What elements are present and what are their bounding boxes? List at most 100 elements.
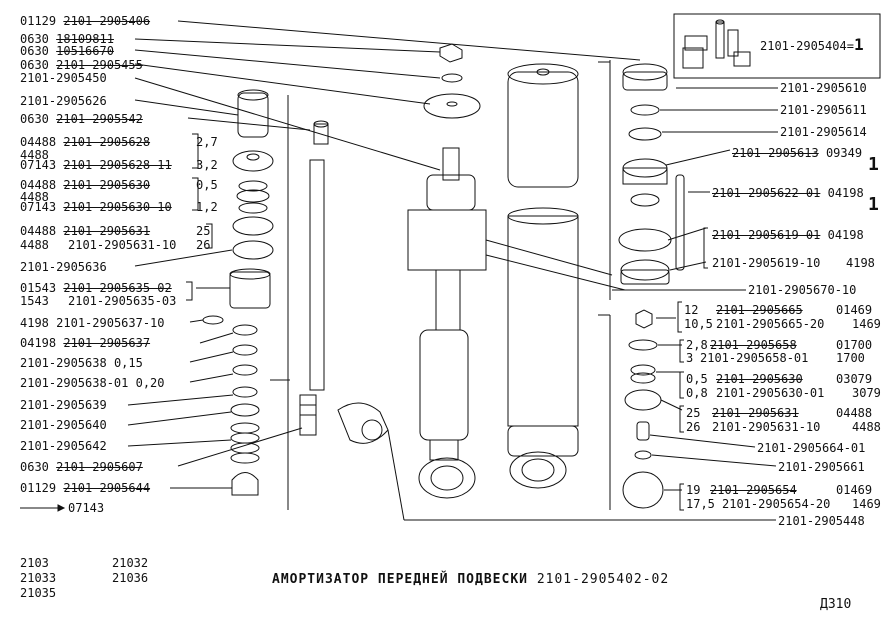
label-part: 2101-2905630-10 [63, 200, 172, 214]
label-part: 2101-2905640 [20, 418, 107, 432]
shock-rod-top [442, 147, 460, 181]
label-row: 04488 2101-2905628 2,7 [20, 135, 218, 149]
right-label: 2101-2905619-01 04198 [712, 228, 864, 242]
label-code: 1469 [852, 497, 881, 511]
label-code: 07143 [20, 158, 57, 172]
label-row: 07143 2101-2905628-11 3,2 [20, 158, 218, 172]
label-code: 04488 [20, 135, 57, 149]
inset-qty: 1 [853, 35, 864, 54]
label-row: 01129 2101-2905644 [20, 481, 150, 495]
label-code: 04198 [20, 336, 57, 350]
label-part: 2101-2905630 [63, 178, 151, 192]
model-list: 2103 21033 21035 [20, 556, 56, 601]
label-row: 0630 10516670 [20, 44, 114, 58]
label-row: 2101-2905640 [20, 418, 107, 432]
label-part: 2101-2905619-10 [712, 256, 821, 270]
silent-block [337, 402, 389, 444]
label-size: 2,7 [196, 135, 218, 149]
label-size: 25 [196, 224, 211, 238]
label-code: 04488 [20, 178, 57, 192]
label-size: 0,8 [686, 386, 708, 400]
label-row: 04488 2101-2905630 0,5 [20, 178, 218, 192]
label-code: 3079 [852, 386, 881, 400]
label-code: 1543 [20, 294, 49, 308]
label-row: 2101-2905450 [20, 71, 107, 85]
label-row: 2101-2905638-01 0,20 [20, 376, 165, 390]
label-size: 0,20 [135, 376, 165, 390]
model-code: 21033 [20, 571, 57, 585]
label-row: 2101-2905638 0,15 [20, 356, 143, 370]
label-row: 4488 [20, 148, 49, 162]
label-code: 01543 [20, 281, 57, 295]
title-text: АМОРТИЗАТОР ПЕРЕДНЕЙ ПОДВЕСКИ [272, 572, 528, 587]
right-label: 2101-2905610 [780, 81, 867, 95]
piston [229, 271, 271, 309]
label-part: 2101-2905630 [716, 372, 803, 386]
label-code: 04488 [836, 406, 873, 420]
label-code: 0630 [20, 58, 49, 72]
label-part: 18109811 [56, 32, 114, 46]
label-part: 2101-2905644 [63, 481, 151, 495]
label-size: 10,5 [684, 317, 713, 331]
label-code: 09349 [825, 146, 863, 160]
inset-box [673, 13, 881, 79]
arrow-note: 07143 [68, 501, 105, 515]
model-code: 2103 [20, 556, 49, 570]
page-title: АМОРТИЗАТОР ПЕРЕДНЕЙ ПОДВЕСКИ 2101-29054… [272, 572, 669, 587]
right-label: 2101-2905613 09349 [732, 146, 862, 160]
label-row: 07143 2101-2905630-10 1,2 [20, 200, 218, 214]
model-code: 21035 [20, 586, 57, 600]
right-label: 26 2101-2905631-10 4488 [686, 420, 881, 434]
label-code: 4198 [846, 256, 875, 270]
label-part: 2101-2905622-01 [712, 186, 821, 200]
label-row: 0630 18109811 [20, 32, 114, 46]
label-part: 2101-2905630-01 [716, 386, 825, 400]
right-label: 2101-2905622-01 04198 [712, 186, 864, 200]
label-part: 2101-2905636 [20, 260, 107, 274]
label-part: 2101-2905631 [712, 406, 799, 420]
label-part: 2101-2905638 [20, 356, 107, 370]
label-code: 4488 [20, 148, 49, 162]
label-code: 0630 [20, 460, 49, 474]
label-code: 4488 [852, 420, 881, 434]
label-size: 0,5 [686, 372, 708, 386]
label-size: 26 [686, 420, 701, 434]
label-row: 2101-2905639 [20, 398, 107, 412]
label-size: 0,5 [196, 178, 218, 192]
label-size: 26 [196, 238, 211, 252]
label-part: 2101-2905638-01 [20, 376, 129, 390]
qty-marker: 1 [868, 194, 879, 215]
title-number: 2101-2905402-02 [536, 572, 670, 587]
label-code: 01469 [836, 303, 873, 317]
label-part: 2101-2905639 [20, 398, 107, 412]
label-part: 2101-2905631-10 [712, 420, 821, 434]
dust-cover [507, 71, 579, 188]
label-code: 01469 [836, 483, 873, 497]
label-part: 2101-2905658 [710, 338, 797, 352]
label-row: 2101-2905636 [20, 260, 107, 274]
inset-part: 2101-2905404 [760, 39, 847, 53]
label-row: 2101-2905642 [20, 439, 107, 453]
label-part: 2101-2905607 [56, 460, 143, 474]
right-label: 2101-2905670-10 [748, 283, 857, 297]
right-label: 2101-2905619-10 4198 [712, 256, 875, 270]
label-row: 1543 2101-2905635-03 [20, 294, 176, 308]
label-part: 2101-2905631 [63, 224, 151, 238]
label-code: 1469 [852, 317, 881, 331]
label-part: 2101-2905613 [732, 146, 819, 160]
label-part: 2101-2905455 [56, 58, 143, 72]
label-row: 0630 2101-2905455 [20, 58, 143, 72]
label-part: 2101-2905628 [63, 135, 151, 149]
piston-rod [309, 159, 325, 391]
right-label: 2101-2905611 [780, 103, 867, 117]
label-code: 03079 [836, 372, 873, 386]
label-row: 2101-2905626 [20, 94, 107, 108]
label-part: 2101-2905542 [56, 112, 143, 126]
label-code: 4488 [20, 190, 49, 204]
